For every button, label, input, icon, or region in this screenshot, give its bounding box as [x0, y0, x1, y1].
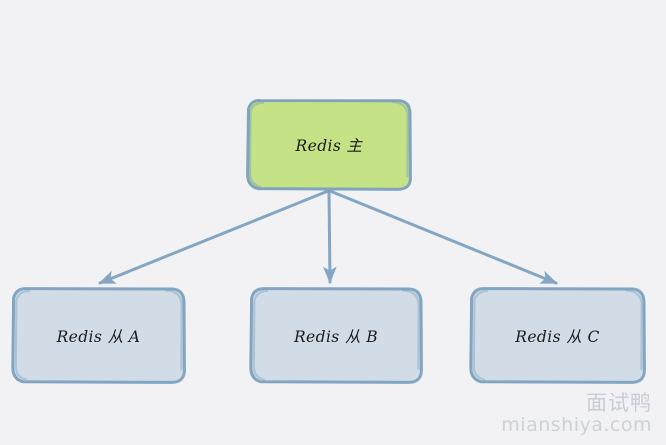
node-redis-master[interactable]: Redis 主 [246, 98, 412, 191]
node-slave-a-label: Redis 从 A [56, 327, 141, 346]
node-redis-slave-c[interactable]: Redis 从 C [469, 287, 646, 384]
node-redis-slave-b[interactable]: Redis 从 B [249, 287, 423, 384]
node-slave-c-label: Redis 从 C [515, 327, 600, 346]
edge-master-to-slave-b [322, 189, 337, 284]
node-slave-b-label: Redis 从 B [293, 327, 379, 346]
node-redis-slave-a[interactable]: Redis 从 A [11, 287, 186, 384]
edge-master-to-slave-c [328, 189, 558, 285]
node-master-label: Redis 主 [295, 137, 363, 155]
edge-master-to-slave-a [98, 189, 330, 285]
